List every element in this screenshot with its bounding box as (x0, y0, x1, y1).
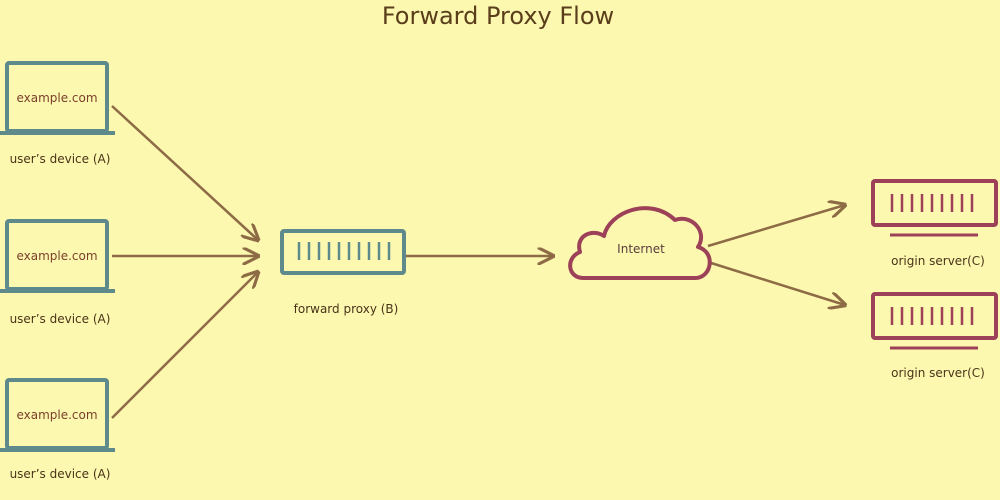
cloud-icon (568, 206, 712, 280)
internet-cloud: Internet (568, 206, 712, 280)
server-icon (871, 292, 998, 350)
device-label: user’s device (A) (10, 312, 111, 326)
origin-server-label: origin server(C) (891, 366, 985, 380)
flow-arrows (111, 105, 845, 419)
arrow-internet-to-origin2 (707, 260, 845, 305)
diagram-title: Forward Proxy Flow (382, 2, 614, 30)
arrow-internet-to-origin1 (707, 205, 845, 248)
forward-proxy: forward proxy (B) (280, 229, 406, 316)
user-device-1: example.com user’s device (A) (0, 61, 115, 166)
proxy-label: forward proxy (B) (294, 302, 399, 316)
server-icon (280, 229, 406, 275)
origin-server-1: origin server(C) (871, 179, 998, 268)
device-screen-text: example.com (16, 249, 97, 263)
device-label: user’s device (A) (10, 467, 111, 481)
device-label: user’s device (A) (10, 152, 111, 166)
server-icon (871, 179, 998, 237)
laptop-icon (0, 61, 115, 135)
laptop-icon (0, 219, 115, 293)
arrow-device1-to-proxy (111, 105, 258, 240)
device-screen-text: example.com (16, 408, 97, 422)
internet-label: Internet (617, 242, 665, 256)
origin-server-2: origin server(C) (871, 292, 998, 380)
user-device-2: example.com user’s device (A) (0, 219, 115, 326)
user-device-3: example.com user’s device (A) (0, 378, 115, 481)
arrow-device3-to-proxy (111, 272, 258, 419)
laptop-icon (0, 378, 115, 452)
origin-server-label: origin server(C) (891, 254, 985, 268)
device-screen-text: example.com (16, 91, 97, 105)
